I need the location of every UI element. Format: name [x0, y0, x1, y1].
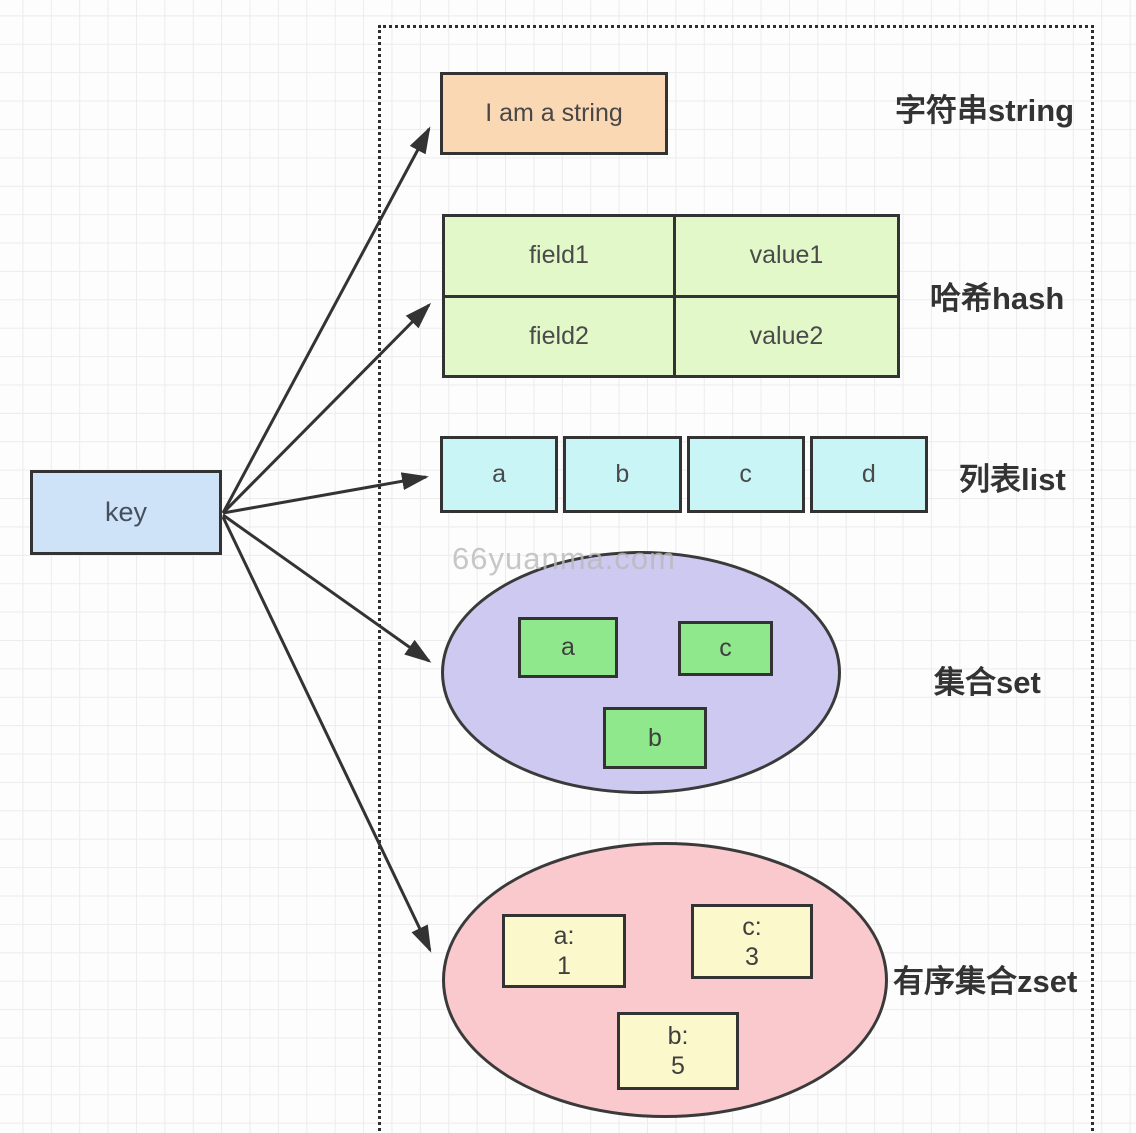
- hash-cell-field1: field1: [445, 217, 673, 295]
- zset-member-a-key: a:: [553, 922, 575, 950]
- key-node: key: [30, 470, 222, 555]
- list-cell-a: a: [440, 436, 559, 513]
- label-list-type: 列表list: [959, 462, 1066, 497]
- set-member-a: a: [518, 617, 618, 678]
- zset-member-c-score: 3: [745, 942, 759, 971]
- hash-cell-value1: value1: [676, 217, 897, 295]
- set-member-b: b: [603, 707, 707, 769]
- zset-member-b: b: 5: [617, 1012, 739, 1090]
- hash-cell-value2: value2: [676, 297, 897, 375]
- label-string-type: 字符串string: [895, 93, 1075, 128]
- zset-member-b-key: b:: [667, 1022, 689, 1050]
- key-node-label: key: [104, 497, 148, 527]
- string-value-text: I am a string: [485, 99, 623, 127]
- zset-member-a-score: 1: [557, 952, 571, 980]
- label-set-type: 集合set: [934, 665, 1041, 700]
- list-cell-b: b: [563, 436, 682, 513]
- hash-table: field1 value1 field2 value2: [442, 214, 900, 378]
- watermark-text: 66yuanma.com: [452, 541, 676, 576]
- set-ellipse: [441, 551, 841, 794]
- string-value-node: I am a string: [440, 72, 668, 155]
- list-row: a b c d: [440, 436, 928, 513]
- hash-cell-field2: field2: [445, 297, 673, 375]
- list-cell-d: d: [809, 436, 928, 513]
- label-hash-type: 哈希hash: [930, 281, 1065, 316]
- zset-member-b-score: 5: [671, 1052, 685, 1080]
- label-zset-type: 有序集合zset: [893, 964, 1078, 999]
- set-member-c: c: [678, 621, 773, 676]
- list-cell-c: c: [686, 436, 805, 513]
- zset-member-a: a: 1: [502, 914, 626, 988]
- zset-member-c: c: 3: [691, 904, 813, 979]
- zset-member-c-key: c:: [742, 912, 762, 941]
